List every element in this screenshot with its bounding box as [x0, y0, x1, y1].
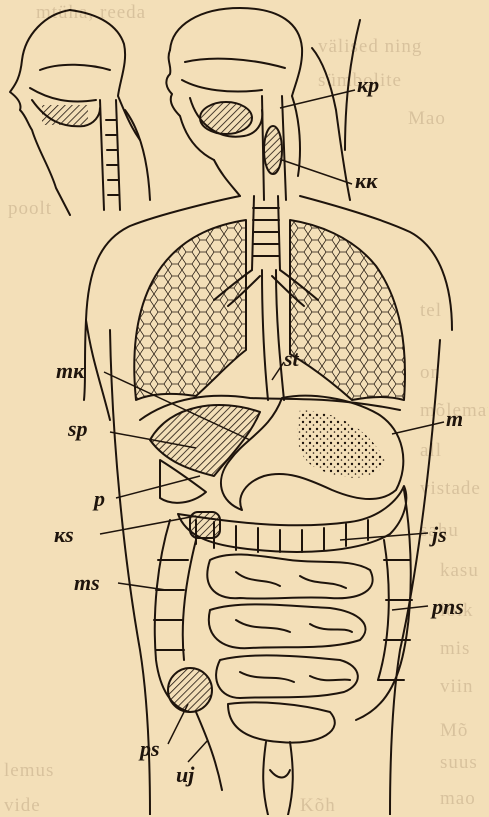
leader-m [392, 422, 444, 434]
torso-outline [84, 196, 452, 815]
leader-ms [118, 583, 166, 590]
label-uj: uj [176, 764, 194, 786]
label-ps: ps [140, 738, 160, 760]
leader-ks [100, 516, 196, 534]
label-js: js [432, 524, 447, 546]
label-mk: mк [56, 360, 84, 382]
label-kk: кк [355, 170, 377, 192]
appendix [196, 712, 222, 790]
label-ms: ms [74, 572, 100, 594]
left-lung [134, 220, 246, 400]
cecum [168, 668, 212, 712]
label-st: st [284, 348, 299, 370]
leader-kp [280, 90, 355, 108]
rectum [263, 742, 293, 815]
esophagus [262, 270, 284, 400]
leader-kk [282, 160, 352, 184]
leader-uj [188, 740, 208, 762]
leader-js [340, 533, 428, 540]
small-intestine [207, 555, 372, 743]
leader-ps [168, 704, 188, 744]
descending-colon [356, 490, 411, 720]
leader-p [116, 476, 200, 498]
inset-head-section [10, 10, 150, 215]
label-p: p [94, 488, 105, 510]
main-head [166, 8, 302, 200]
liver [150, 405, 260, 476]
right-lung [290, 220, 405, 400]
label-pns: pns [432, 596, 464, 618]
label-ks: кs [54, 524, 74, 546]
label-sp: sp [68, 418, 88, 440]
label-m: m [446, 408, 463, 430]
label-kp: кр [357, 74, 379, 96]
